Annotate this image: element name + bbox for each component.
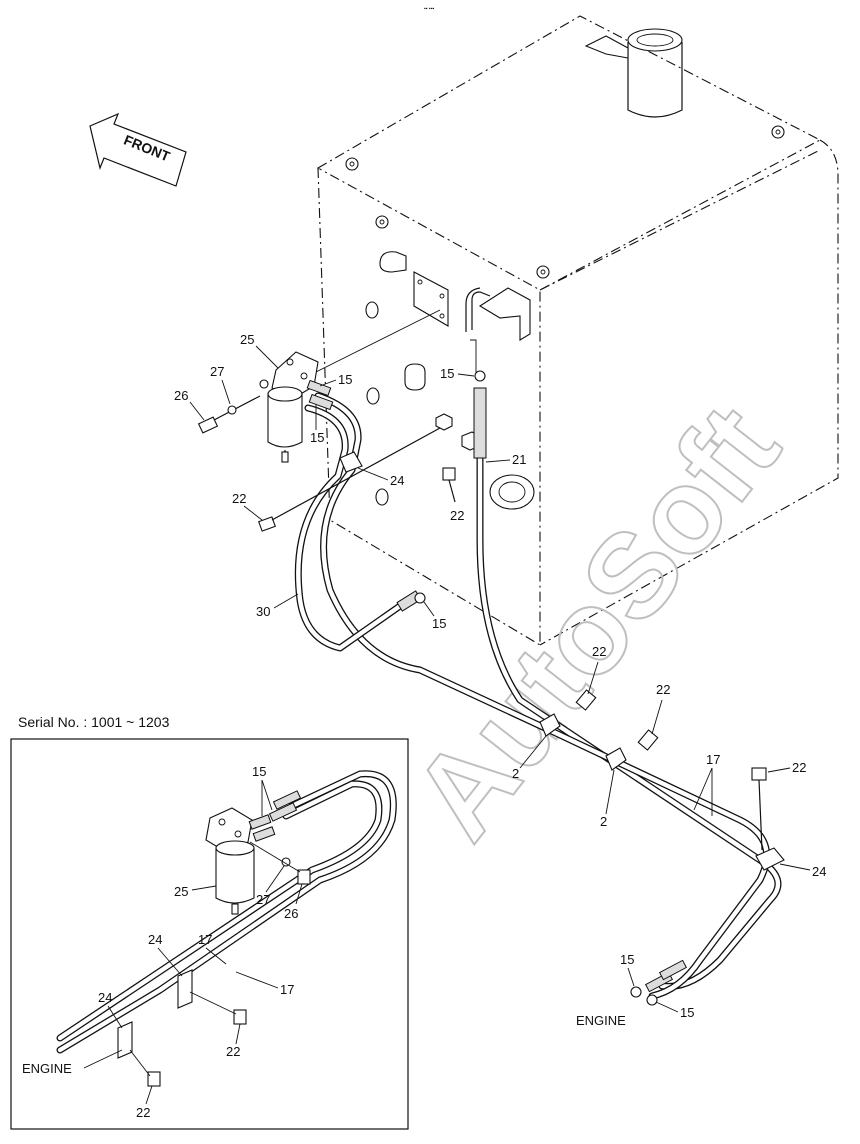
bolt-22d (637, 729, 659, 751)
callout-22b: 22 (450, 508, 464, 523)
callouts-inset: 15 25 27 26 24 17 17 24 22 22 ENGINE (22, 764, 303, 1120)
callout-30: 30 (256, 604, 270, 619)
callout-15a: 15 (338, 372, 352, 387)
callout-15c: 15 (440, 366, 454, 381)
inset-callout-24b: 24 (98, 990, 112, 1005)
callout-24a: 24 (390, 473, 404, 488)
bolt-22b (442, 467, 456, 503)
inset-drawing (56, 770, 397, 1087)
bolt-22e (751, 767, 767, 851)
inset-callout-22a: 22 (226, 1044, 240, 1059)
watermark: AutoSoft (386, 380, 805, 864)
inset-callout-27: 27 (256, 892, 270, 907)
callout-15b: 15 (310, 430, 324, 445)
callout-22c: 22 (592, 644, 606, 659)
inset-callout-15: 15 (252, 764, 266, 779)
inset-callout-17b: 17 (280, 982, 294, 997)
callout-25: 25 (240, 332, 254, 347)
front-arrow: FRONT (89, 112, 187, 187)
callout-15f: 15 (680, 1005, 694, 1020)
bolt-22a (258, 427, 441, 532)
callout-15e: 15 (620, 952, 634, 967)
inset-callout-25: 25 (174, 884, 188, 899)
serial-label: Serial No. : 1001 ~ 1203 (18, 714, 170, 730)
engine-label-main: ENGINE (576, 1013, 626, 1028)
callout-27: 27 (210, 364, 224, 379)
engine-label-inset: ENGINE (22, 1061, 72, 1076)
fuel-tank (316, 15, 839, 646)
callout-2a: 2 (512, 766, 519, 781)
callout-24b: 24 (812, 864, 826, 879)
watermark-text: AutoSoft (387, 381, 804, 863)
callout-21: 21 (512, 452, 526, 467)
callouts-main: 25 27 26 15 15 15 24 22 30 15 21 22 22 2… (174, 332, 826, 1028)
callout-22e: 22 (792, 760, 806, 775)
inset-callout-22b: 22 (136, 1105, 150, 1120)
fuel-filter (197, 351, 334, 463)
inset-callout-26: 26 (284, 906, 298, 921)
inset-frame (10, 738, 409, 1130)
callout-17: 17 (706, 752, 720, 767)
bolt-22c (575, 689, 597, 711)
callout-22a: 22 (232, 491, 246, 506)
callout-15d: 15 (432, 616, 446, 631)
inset-callout-17a: 17 (198, 932, 212, 947)
callout-22d: 22 (656, 682, 670, 697)
callout-26: 26 (174, 388, 188, 403)
main-hoses (258, 287, 785, 1006)
callout-2b: 2 (600, 814, 607, 829)
top-mark: ▪▪ ▪▪▪ (424, 6, 434, 12)
inset-callout-24a: 24 (148, 932, 162, 947)
